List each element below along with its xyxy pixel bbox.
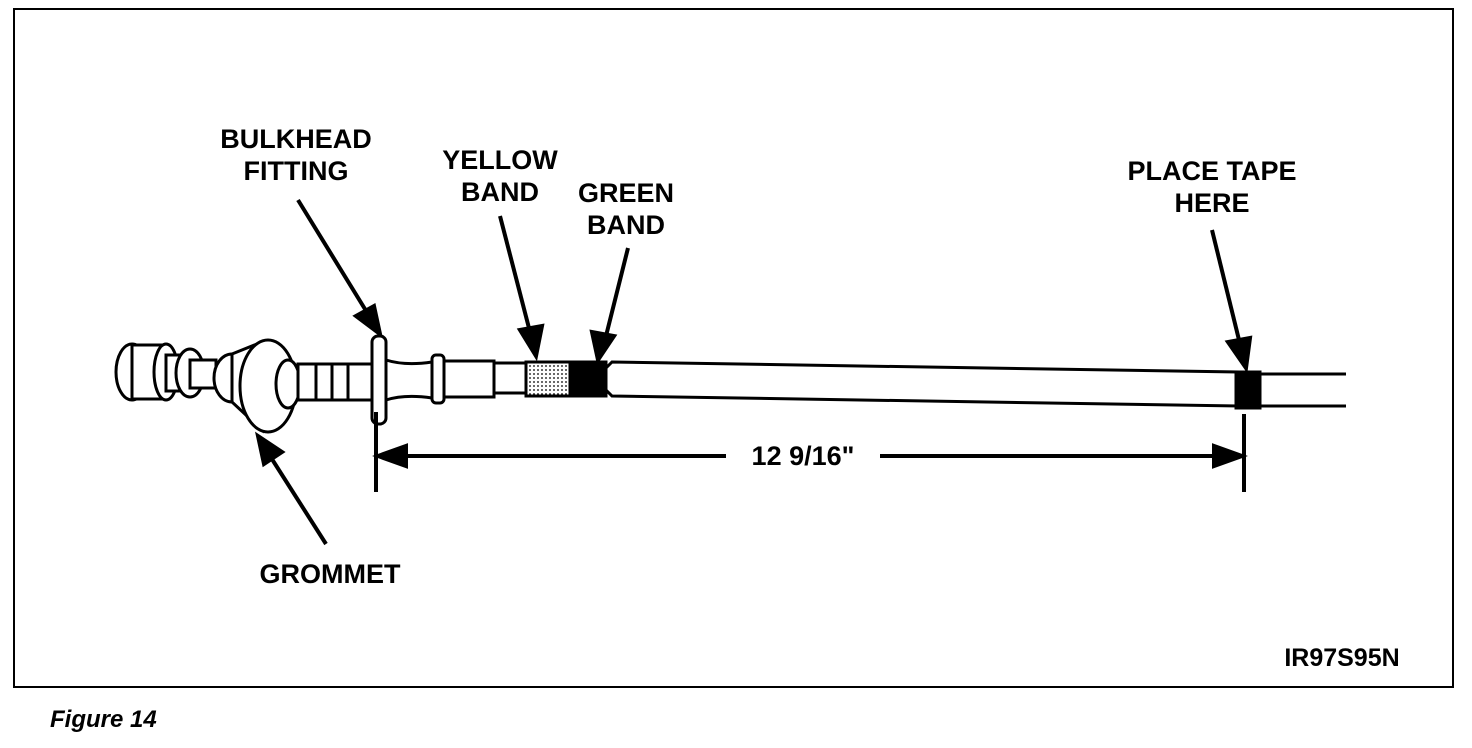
place-tape-here-label-line-2: HERE [1174,188,1250,218]
dimension-line [372,412,1248,492]
figure-caption: Figure 14 [50,706,157,733]
grommet-leader [255,431,328,546]
place-tape-here-label-line-1: PLACE TAPE [1127,156,1297,186]
place-tape-leader [1210,229,1253,374]
yellow-band-label: YELLOW BAND [420,144,580,208]
tube-end [1260,372,1346,408]
dimension-label: 12 9/16" [751,441,855,471]
bulkhead-fitting-label: BULKHEAD FITTING [196,123,396,187]
figure-frame [13,8,1454,688]
yellow-band-leader [498,215,545,362]
yellow-band-part [524,360,572,398]
green-band-label-line-1: GREEN [577,178,675,208]
yellow-band-label-line-2: BAND [461,177,539,207]
green-band-label-line-2: BAND [587,210,665,240]
connector-end [114,342,218,402]
green-band-label: GREEN BAND [556,177,696,241]
tape-mark-part [1234,370,1262,410]
tube-sections [430,353,1262,410]
green-band-part [568,360,608,398]
bulkhead-fitting-label-line-1: BULKHEAD [220,124,372,154]
bulkhead-fitting-leader [296,198,384,339]
grommet-label: GROMMET [259,559,401,589]
ribbed-stem [296,362,374,402]
bulkhead-fitting-label-line-2: FITTING [243,156,349,186]
grommet-part [212,338,302,434]
place-tape-here-label: PLACE TAPE HERE [1100,155,1324,219]
bulkhead-fitting-part [370,334,434,426]
figure-code-label: IR97S95N [1284,644,1400,672]
yellow-band-label-line-1: YELLOW [442,145,558,175]
green-band-leader [589,247,630,366]
